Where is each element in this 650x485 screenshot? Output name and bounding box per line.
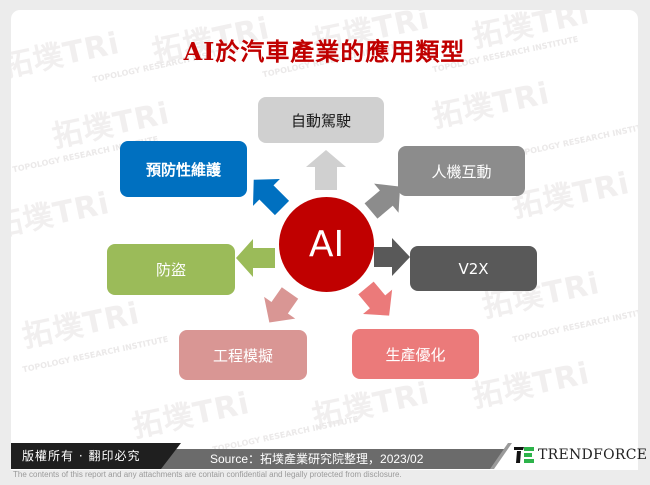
node-label: 生產優化 [385,345,446,364]
node-production-optimization: 生產優化 [352,329,479,379]
node-autonomous-driving: 自動駕駛 [258,97,384,143]
arrow-left-icon [236,239,275,277]
arrow-down-right-icon [358,281,393,316]
node-label: 工程模擬 [212,346,273,365]
node-label: 人機互動 [431,162,492,181]
arrow-up-right-icon [364,183,401,219]
node-hmi: 人機互動 [398,146,525,196]
node-label: 自動駕駛 [290,111,351,130]
disclaimer-text: The contents of this report and any atta… [13,470,402,479]
node-label: 防盜 [155,261,186,279]
trendforce-logo: TRENDFORCE [514,447,647,463]
arrow-up-left-icon [253,179,290,216]
trendforce-logo-text: TRENDFORCE [538,447,648,463]
page-title: AI於汽車產業的應用類型 [183,37,466,66]
node-anti-theft: 防盜 [107,244,235,295]
node-label: 預防性維護 [145,160,221,179]
arrow-down-left-icon [264,287,299,323]
source-text: Source：拓墣產業研究院整理，2023/02 [210,452,424,466]
arrow-up-icon [306,150,346,190]
ai-label: AI [308,224,345,265]
node-engineering-simulation: 工程模擬 [179,330,307,380]
node-v2x: V2X [410,246,537,291]
node-label: V2X [458,259,489,278]
node-predictive-maintenance: 預防性維護 [120,141,247,197]
trendforce-logo-icon [514,447,534,463]
ai-center-circle: AI [279,197,374,292]
arrow-right-icon [374,238,410,276]
copyright-text: 版權所有 · 翻印必究 [22,449,141,463]
